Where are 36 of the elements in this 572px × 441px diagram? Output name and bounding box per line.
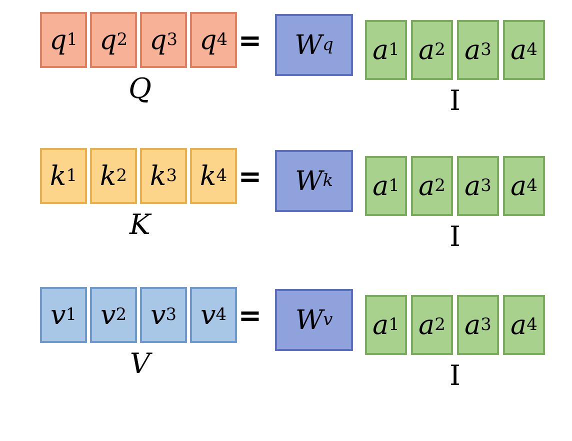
query-vector-box: q$^{1}$	[40, 12, 87, 68]
matrix-label: I	[448, 222, 462, 252]
matrix-label: I	[448, 86, 462, 116]
input-vector-box: a$^{1}$	[365, 295, 407, 355]
weight-matrix-box: W$^{v}$	[275, 289, 353, 351]
value-vector-box: v$^{4}$	[190, 287, 237, 343]
value-vector-box: v$^{2}$	[90, 287, 137, 343]
weight-matrix-box: W$^{q}$	[275, 14, 353, 76]
input-vector-box: a$^{4}$	[503, 20, 545, 80]
matrix-label: Q	[128, 74, 152, 104]
query-vector-box: q$^{2}$	[90, 12, 137, 68]
input-vector-box: a$^{2}$	[411, 20, 453, 80]
input-vector-box: a$^{1}$	[365, 156, 407, 216]
matrix-label: I	[448, 361, 462, 391]
input-vector-box: a$^{2}$	[411, 156, 453, 216]
input-vector-box: a$^{3}$	[457, 156, 499, 216]
input-vector-box: a$^{2}$	[411, 295, 453, 355]
value-vector-box: v$^{1}$	[40, 287, 87, 343]
matrix-label: K	[128, 210, 153, 240]
query-vector-box: q$^{4}$	[190, 12, 237, 68]
key-vector-box: k$^{3}$	[140, 148, 187, 204]
key-vector-box: k$^{1}$	[40, 148, 87, 204]
matrix-label: V	[128, 349, 154, 379]
input-vector-box: a$^{4}$	[503, 156, 545, 216]
input-vector-box: a$^{1}$	[365, 20, 407, 80]
equals-sign: =	[238, 162, 262, 192]
equals-sign: =	[238, 301, 262, 331]
input-vector-box: a$^{3}$	[457, 295, 499, 355]
equals-sign: =	[238, 26, 262, 56]
query-vector-box: q$^{3}$	[140, 12, 187, 68]
input-vector-box: a$^{3}$	[457, 20, 499, 80]
value-vector-box: v$^{3}$	[140, 287, 187, 343]
key-vector-box: k$^{4}$	[190, 148, 237, 204]
key-vector-box: k$^{2}$	[90, 148, 137, 204]
input-vector-box: a$^{4}$	[503, 295, 545, 355]
weight-matrix-box: W$^{k}$	[275, 150, 353, 212]
